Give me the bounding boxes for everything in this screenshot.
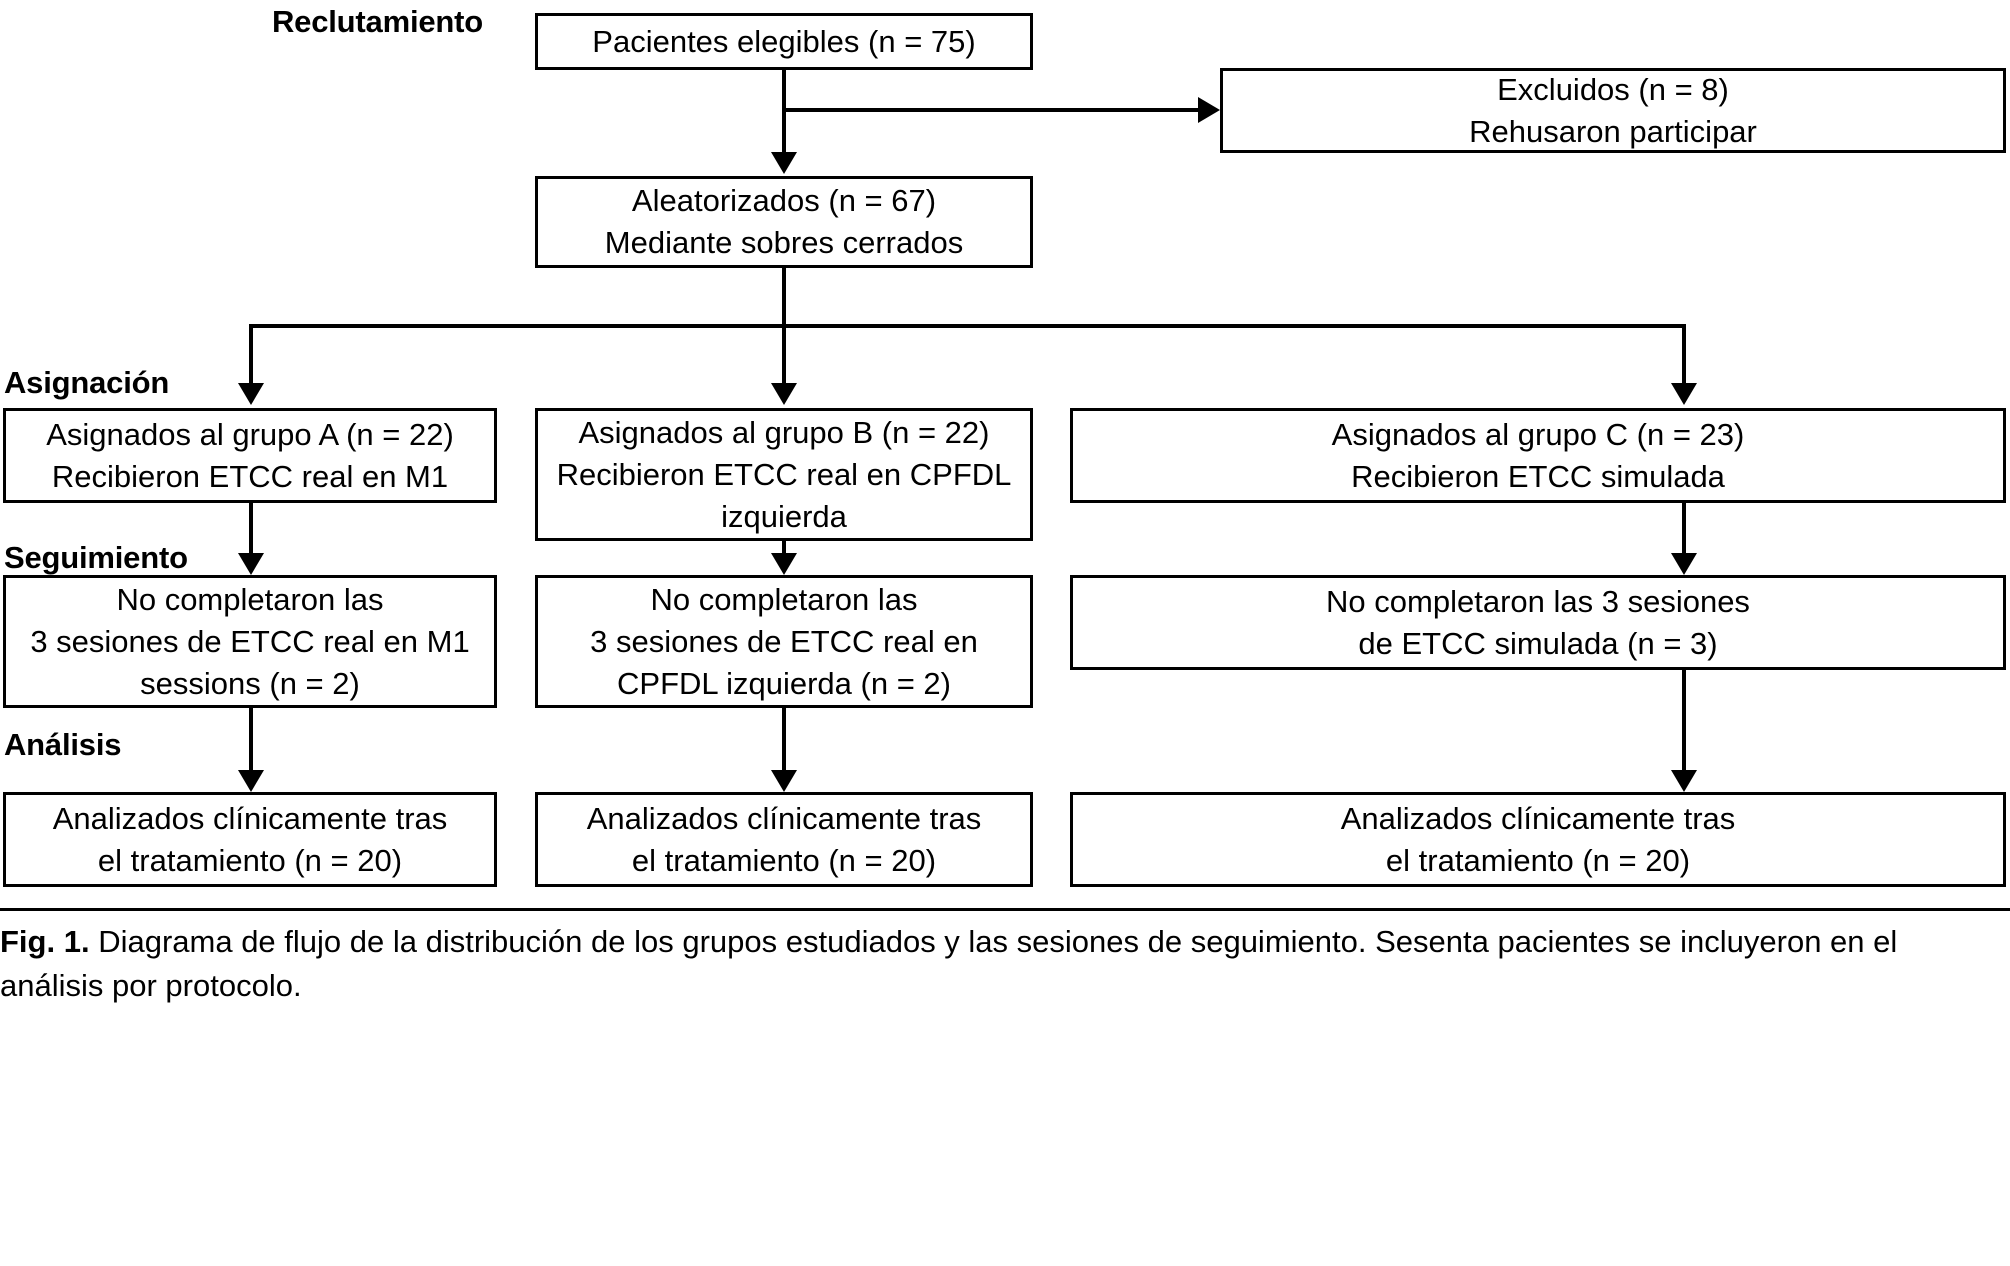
box-no-completaron-grupo-a: No completaron las 3 sesiones de ETCC re… (3, 575, 497, 708)
box-line: Excluidos (n = 8) (1497, 71, 1729, 107)
arrowhead-to-randomized (771, 152, 797, 174)
connector-split-to-group-b (782, 324, 786, 399)
box-line: Asignados al grupo A (n = 22) (46, 416, 454, 452)
box-analizados-grupo-b: Analizados clínicamente tras el tratamie… (535, 792, 1033, 887)
arrowhead-analysis-b (771, 770, 797, 792)
stage-label-reclutamiento: Reclutamiento (272, 4, 483, 39)
arrowhead-group-c-followup (1671, 553, 1697, 575)
box-line: el tratamiento (n = 20) (1385, 842, 1691, 878)
stage-label-analisis: Análisis (4, 727, 122, 762)
box-line: el tratamiento (n = 20) (97, 842, 403, 878)
figure-caption: Fig. 1. Diagrama de flujo de la distribu… (0, 920, 2006, 1008)
box-line: Mediante sobres cerrados (604, 225, 964, 260)
box-line: Asignados al grupo B (n = 22) (578, 414, 990, 450)
arrowhead-analysis-c (1671, 770, 1697, 792)
figure-caption-label: Fig. 1. (0, 924, 90, 959)
arrowhead-to-excluded (1198, 97, 1220, 123)
connector-group-a-to-followup (249, 503, 253, 565)
box-line: Aleatorizados (n = 67) (631, 183, 937, 218)
connector-split-to-group-a (249, 324, 253, 399)
box-asignados-grupo-b: Asignados al grupo B (n = 22) Recibieron… (535, 408, 1033, 541)
box-asignados-grupo-c: Asignados al grupo C (n = 23) Recibieron… (1070, 408, 2006, 503)
arrowhead-to-group-c (1671, 383, 1697, 405)
box-line: Rehusaron participar (1469, 113, 1757, 149)
box-line: No completaron las (650, 581, 918, 617)
box-line: Recibieron ETCC real en CPFDL (556, 456, 1012, 492)
caption-divider-rule (0, 908, 2010, 911)
box-analizados-grupo-a: Analizados clínicamente tras el tratamie… (3, 792, 497, 887)
box-line: Recibieron ETCC real en M1 (51, 458, 449, 494)
connector-followup-b-to-analysis (782, 708, 786, 782)
figure-caption-text: Diagrama de flujo de la distribución de … (0, 924, 1898, 1003)
stage-label-seguimiento: Seguimiento (4, 540, 188, 575)
connector-split-to-group-c (1682, 324, 1686, 399)
connector-group-c-to-followup (1682, 503, 1686, 565)
box-line: CPFDL izquierda (n = 2) (617, 665, 951, 701)
box-line: Pacientes elegibles (n = 75) (592, 23, 976, 59)
box-line: de ETCC simulada (n = 3) (1358, 625, 1718, 661)
box-line: sessions (n = 2) (140, 665, 360, 701)
connector-eligible-to-excluded (784, 108, 1204, 112)
box-line: No completaron las (116, 581, 384, 617)
box-asignados-grupo-a: Asignados al grupo A (n = 22) Recibieron… (3, 408, 497, 503)
arrowhead-analysis-a (238, 770, 264, 792)
box-line: 3 sesiones de ETCC real en (590, 623, 978, 659)
box-pacientes-elegibles: Pacientes elegibles (n = 75) (535, 13, 1033, 70)
box-no-completaron-grupo-c: No completaron las 3 sesiones de ETCC si… (1070, 575, 2006, 670)
box-aleatorizados: Aleatorizados (n = 67) Mediante sobres c… (535, 176, 1033, 268)
box-line: izquierda (721, 498, 847, 534)
box-excluidos: Excluidos (n = 8) Rehusaron participar (1220, 68, 2006, 153)
box-line: 3 sesiones de ETCC real en M1 (30, 623, 470, 659)
box-line: Analizados clínicamente tras (1340, 800, 1736, 836)
connector-eligible-to-randomized (782, 70, 786, 170)
box-line: No completaron las 3 sesiones (1326, 583, 1750, 619)
connector-randomized-stem (782, 268, 786, 326)
arrowhead-to-group-a (238, 383, 264, 405)
arrowhead-to-group-b (771, 383, 797, 405)
box-line: el tratamiento (n = 20) (631, 842, 937, 878)
box-line: Recibieron ETCC simulada (1351, 458, 1725, 494)
stage-label-asignacion: Asignación (4, 365, 170, 400)
connector-followup-a-to-analysis (249, 708, 253, 782)
box-no-completaron-grupo-b: No completaron las 3 sesiones de ETCC re… (535, 575, 1033, 708)
box-line: Analizados clínicamente tras (52, 800, 448, 836)
box-analizados-grupo-c: Analizados clínicamente tras el tratamie… (1070, 792, 2006, 887)
arrowhead-group-a-followup (238, 553, 264, 575)
box-line: Analizados clínicamente tras (586, 800, 982, 836)
arrowhead-group-b-followup (771, 553, 797, 575)
connector-randomized-split-bar (249, 324, 1686, 328)
box-line: Asignados al grupo C (n = 23) (1331, 416, 1745, 452)
connector-followup-c-to-analysis (1682, 670, 1686, 782)
